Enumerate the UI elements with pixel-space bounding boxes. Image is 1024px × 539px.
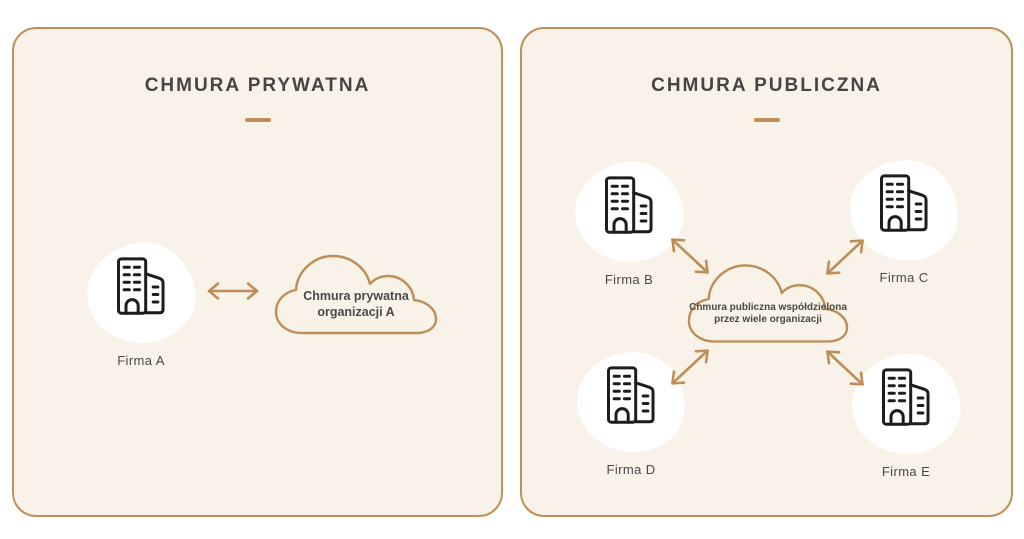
private-cloud-panel: CHMURA PRYWATNA Firma A Chmura prywatna … — [12, 27, 503, 517]
building-icon — [599, 175, 659, 235]
cloud-label-line2: organizacji A — [317, 304, 395, 319]
cloud-label-line2: przez wiele organizacji — [714, 314, 822, 325]
panel-title: CHMURA PRYWATNA — [144, 75, 371, 96]
building-icon — [874, 173, 934, 233]
company-label: Firma E — [881, 464, 931, 479]
cloud-label: Chmura prywatna organizacji A — [270, 289, 442, 320]
title-divider — [244, 118, 271, 122]
company-label: Firma D — [606, 462, 656, 477]
company-label: Firma C — [879, 270, 929, 285]
title-divider — [753, 118, 780, 122]
building-icon — [601, 365, 661, 425]
cloud-label-line1: Chmura publiczna współdzielona — [689, 302, 847, 313]
company-label: Firma B — [604, 272, 654, 287]
public-cloud: Chmura publiczna współdzielona przez wie… — [683, 251, 853, 347]
panel-title: CHMURA PUBLICZNA — [651, 75, 882, 96]
cloud-label-line1: Chmura prywatna — [303, 289, 409, 303]
private-cloud: Chmura prywatna organizacji A — [270, 242, 442, 338]
cloud-label: Chmura publiczna współdzielona przez wie… — [683, 302, 853, 326]
double-arrow-icon — [201, 280, 265, 302]
company-label: Firma A — [117, 353, 165, 368]
cloud-outline-icon — [683, 251, 853, 347]
building-icon — [876, 367, 936, 427]
double-arrow-icon — [814, 338, 876, 398]
public-cloud-panel: CHMURA PUBLICZNA Firma B Firma C Firma D… — [520, 27, 1013, 517]
building-icon — [111, 256, 171, 316]
